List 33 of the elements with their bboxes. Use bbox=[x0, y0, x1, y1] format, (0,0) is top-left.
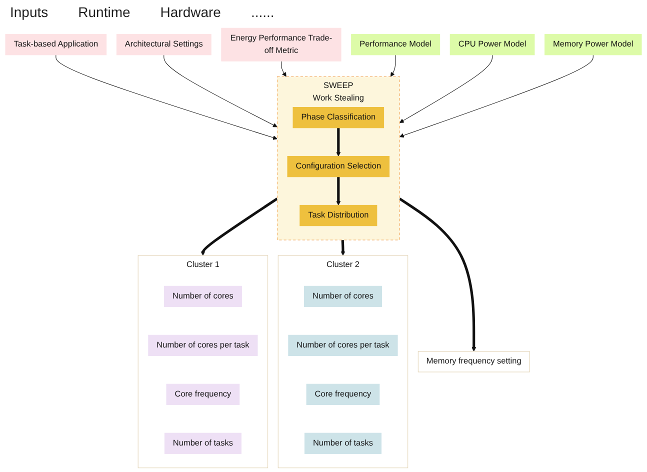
node-box: Number of cores bbox=[164, 286, 242, 308]
node-box: Number of tasks bbox=[164, 432, 242, 454]
arrow bbox=[336, 176, 341, 206]
arrow bbox=[399, 54, 493, 123]
node-box: Memory Power Model bbox=[544, 34, 642, 56]
node-box: Configuration Selection bbox=[287, 156, 390, 178]
arrow bbox=[200, 198, 278, 256]
node-box: Task Distribution bbox=[300, 204, 378, 226]
node-box: Phase Classification bbox=[292, 107, 384, 128]
node-box: Energy Performance Trade-off Metric bbox=[221, 28, 342, 62]
node-box: Number of cores per task bbox=[288, 334, 398, 356]
node-box: Core frequency bbox=[166, 384, 240, 405]
arrow bbox=[336, 128, 341, 156]
node-box: Task-based Application bbox=[5, 34, 107, 56]
arrow bbox=[340, 240, 346, 256]
arrow bbox=[390, 54, 396, 77]
node-box: Core frequency bbox=[306, 384, 380, 405]
node-box: Number of cores per task bbox=[148, 334, 258, 356]
node-box: Memory frequency setting bbox=[418, 351, 530, 372]
arrow bbox=[399, 54, 594, 138]
arrow bbox=[164, 54, 278, 128]
arrow bbox=[56, 54, 278, 140]
node-box: Performance Model bbox=[351, 34, 440, 56]
section-label: Runtime bbox=[78, 4, 130, 20]
section-label: ...... bbox=[250, 4, 274, 20]
arrow bbox=[398, 198, 476, 352]
node-box: Number of tasks bbox=[304, 432, 382, 454]
section-label: Inputs bbox=[10, 4, 48, 20]
arrow bbox=[280, 60, 286, 77]
node-box: CPU Power Model bbox=[450, 34, 535, 56]
node-box: Number of cores bbox=[304, 286, 382, 308]
node-box: Architectural Settings bbox=[116, 34, 212, 56]
section-label: Hardware bbox=[160, 4, 221, 20]
